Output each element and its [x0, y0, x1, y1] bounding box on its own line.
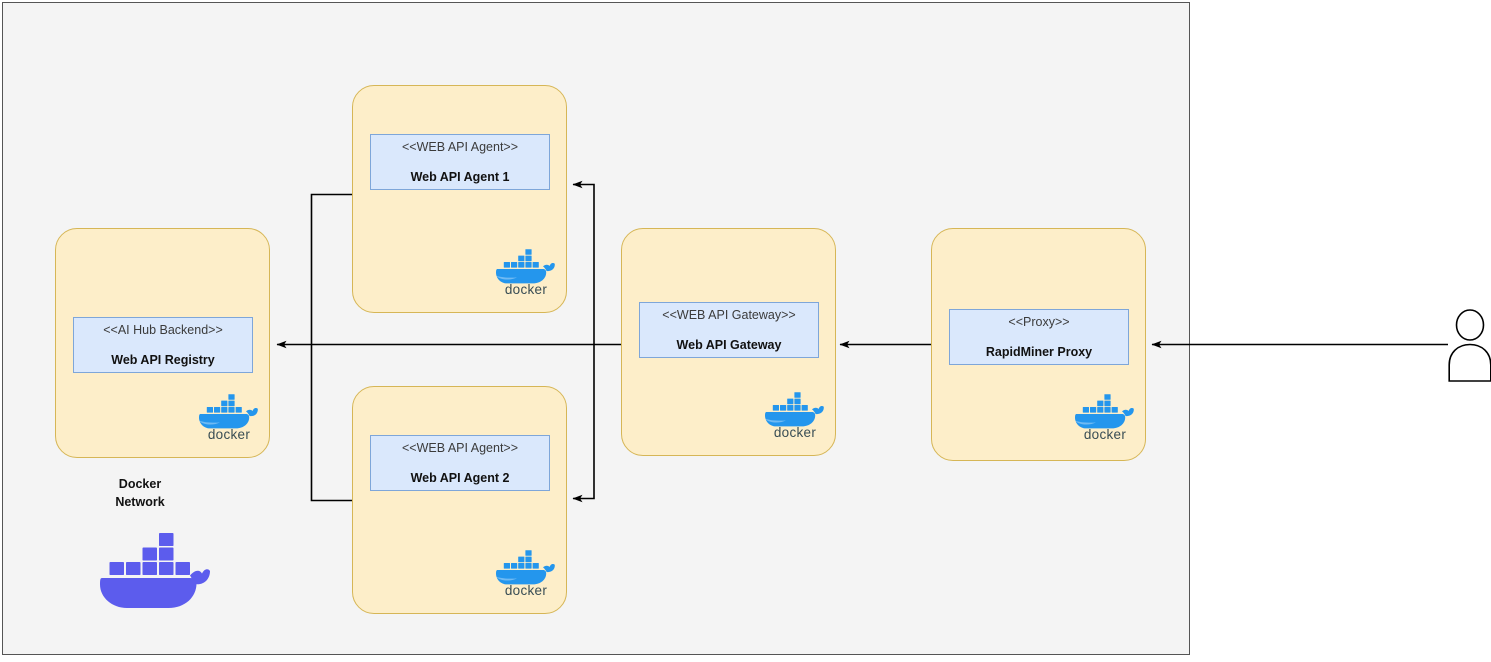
container-web-api-agent-1[interactable]: <<WEB API Agent>> Web API Agent 1 do [352, 85, 567, 313]
component-name: RapidMiner Proxy [985, 345, 1093, 359]
component-web-api-agent-2[interactable]: <<WEB API Agent>> Web API Agent 2 [370, 435, 550, 491]
docker-icon: docker [1072, 389, 1138, 441]
svg-text:docker: docker [208, 427, 251, 441]
component-name: Web API Agent 2 [410, 471, 510, 485]
container-web-api-registry[interactable]: <<AI Hub Backend>> Web API Registry [55, 228, 270, 458]
docker-icon: docker [493, 244, 559, 296]
component-web-api-gateway[interactable]: <<WEB API Gateway>> Web API Gateway [639, 302, 819, 358]
docker-icon: docker [493, 545, 559, 597]
component-stereotype: <<WEB API Gateway>> [662, 307, 796, 322]
docker-icon: docker [762, 387, 828, 439]
component-stereotype: <<WEB API Agent>> [401, 139, 519, 154]
container-web-api-agent-2[interactable]: <<WEB API Agent>> Web API Agent 2 do [352, 386, 567, 614]
svg-text:docker: docker [505, 583, 548, 597]
component-rapidminer-proxy[interactable]: <<Proxy>> RapidMiner Proxy [949, 309, 1129, 365]
docker-network-label: Docker Network [115, 477, 165, 510]
component-web-api-agent-1[interactable]: <<WEB API Agent>> Web API Agent 1 [370, 134, 550, 190]
user-actor-icon[interactable] [1447, 309, 1491, 383]
svg-text:docker: docker [1084, 427, 1127, 441]
container-rapidminer-proxy[interactable]: <<Proxy>> RapidMiner Proxy docker [931, 228, 1146, 461]
component-stereotype: <<AI Hub Backend>> [103, 322, 223, 337]
component-stereotype: <<WEB API Agent>> [401, 440, 519, 455]
docker-whale-logo [98, 528, 210, 614]
container-web-api-gateway[interactable]: <<WEB API Gateway>> Web API Gateway [621, 228, 836, 456]
component-stereotype: <<Proxy>> [1008, 314, 1070, 329]
svg-text:docker: docker [505, 282, 548, 296]
docker-icon: docker [196, 389, 262, 441]
component-name: Web API Gateway [676, 338, 782, 352]
component-name: Web API Registry [111, 353, 215, 367]
component-name: Web API Agent 1 [410, 170, 510, 184]
component-web-api-registry[interactable]: <<AI Hub Backend>> Web API Registry [73, 317, 253, 373]
svg-text:docker: docker [774, 425, 817, 439]
